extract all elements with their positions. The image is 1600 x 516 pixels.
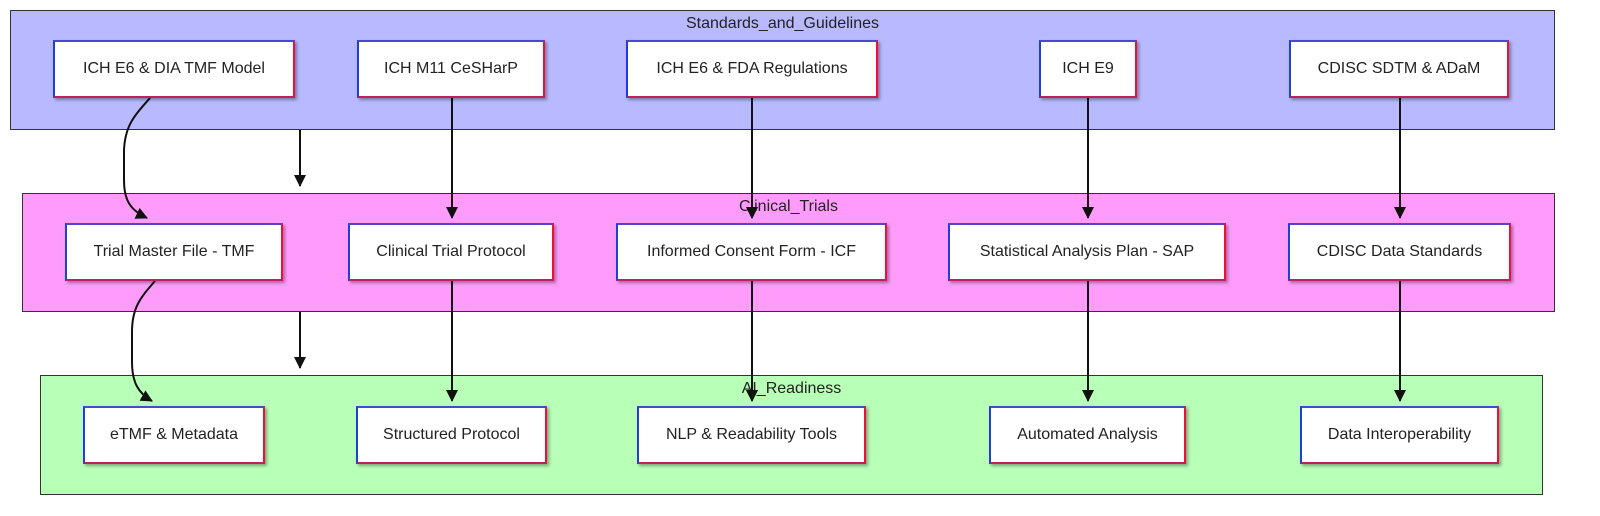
group-title-clinical-trials: Clinical_Trials: [739, 198, 838, 215]
group-title-standards: Standards_and_Guidelines: [685, 15, 880, 32]
node-clinical-trial-protocol[interactable]: Clinical Trial Protocol: [348, 223, 554, 281]
node-informed-consent-form[interactable]: Informed Consent Form - ICF: [616, 223, 887, 281]
node-structured-protocol[interactable]: Structured Protocol: [356, 406, 547, 464]
edge-ich-e6-dia-to-tmf: [123, 97, 151, 219]
node-ich-e6-dia-tmf-model[interactable]: ICH E6 & DIA TMF Model: [53, 40, 295, 98]
node-ich-e6-fda-regulations[interactable]: ICH E6 & FDA Regulations: [626, 40, 878, 98]
node-etmf-metadata[interactable]: eTMF & Metadata: [83, 406, 265, 464]
edge-tmf-to-etmf: [131, 280, 156, 402]
node-trial-master-file[interactable]: Trial Master File - TMF: [65, 223, 283, 281]
node-statistical-analysis-plan[interactable]: Statistical Analysis Plan - SAP: [948, 223, 1226, 281]
group-title-ai-readiness: AI_Readiness: [741, 380, 842, 397]
node-data-interoperability[interactable]: Data Interoperability: [1300, 406, 1499, 464]
node-ich-e9[interactable]: ICH E9: [1039, 40, 1137, 98]
node-ich-m11-cesharp[interactable]: ICH M11 CeSHarP: [357, 40, 545, 98]
node-cdisc-data-standards[interactable]: CDISC Data Standards: [1288, 223, 1511, 281]
node-nlp-readability-tools[interactable]: NLP & Readability Tools: [637, 406, 866, 464]
node-automated-analysis[interactable]: Automated Analysis: [989, 406, 1186, 464]
node-cdisc-sdtm-adam[interactable]: CDISC SDTM & ADaM: [1289, 40, 1509, 98]
